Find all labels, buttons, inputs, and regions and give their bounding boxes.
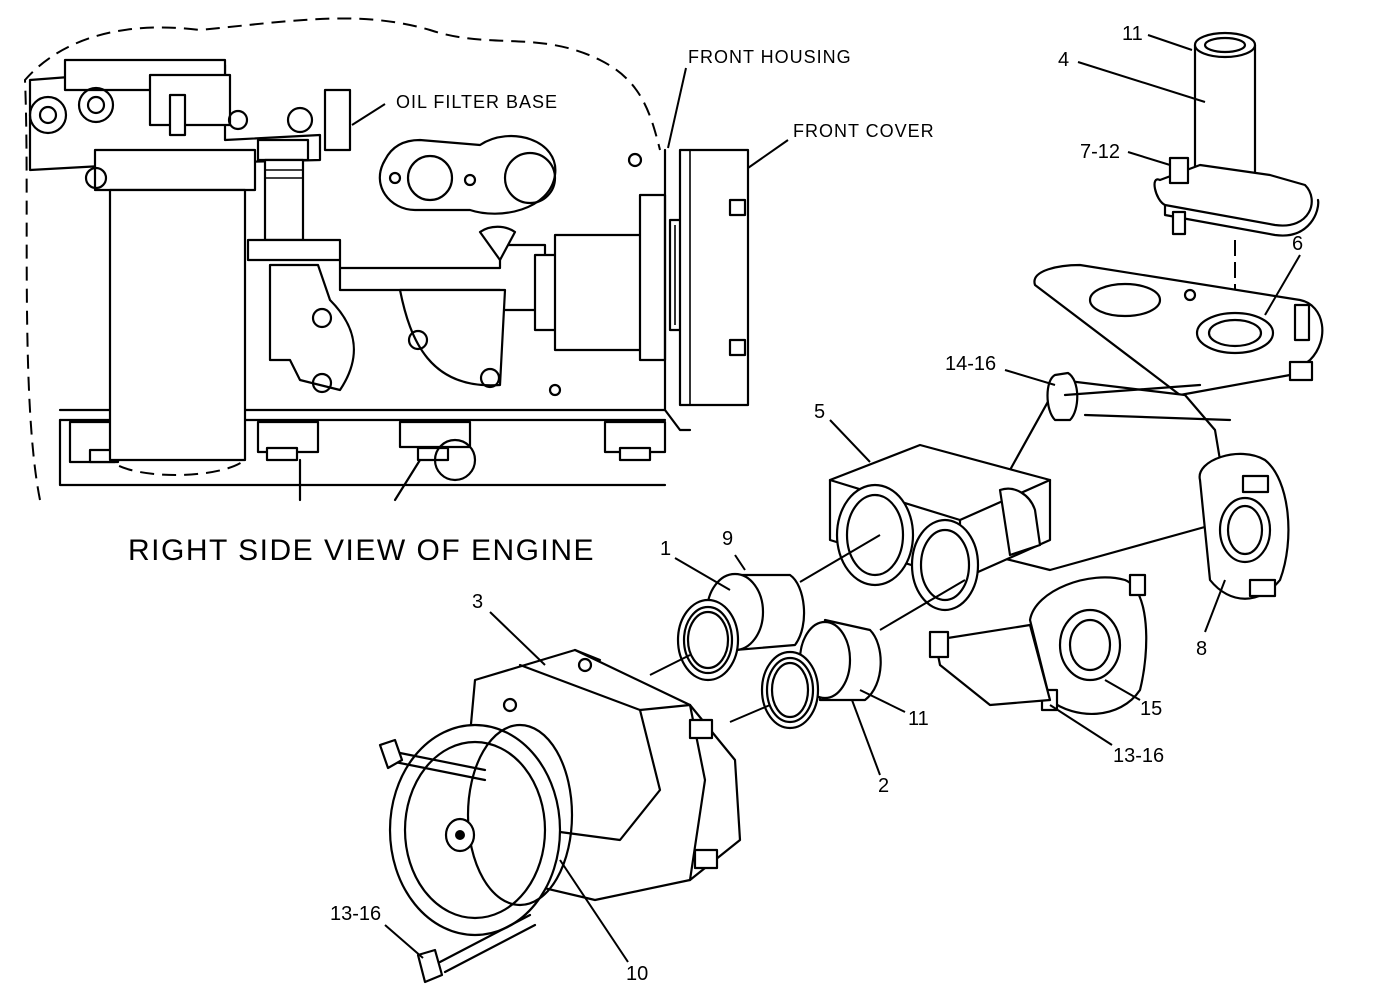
callout-5: 5 [814,401,825,423]
pump-housing-part-8 [928,263,1324,716]
callout-11-mid: 11 [908,708,929,730]
callout-11-top: 11 [1122,23,1143,45]
bearing-block-part-5 [828,443,1052,612]
callout-13-16-left: 13-16 [330,903,381,925]
engine-side-view [23,17,750,502]
callout-13-16-right: 13-16 [1113,745,1164,767]
bushing-part-2 [729,579,966,730]
callout-1: 1 [660,538,671,560]
view-title: RIGHT SIDE VIEW OF ENGINE [128,534,595,567]
callout-2: 2 [878,775,889,797]
oil-pump-part-3 [378,648,742,984]
callout-14-16: 14-16 [945,353,996,375]
callout-15: 15 [1140,698,1162,720]
callout-6: 6 [1292,233,1303,255]
callout-10: 10 [626,963,648,985]
oil-filter-base-label: OIL FILTER BASE [396,92,558,112]
callout-7-12: 7-12 [1080,141,1120,163]
front-cover-label: FRONT COVER [793,121,935,141]
text-labels: OIL FILTER BASE FRONT HOUSING FRONT COVE… [128,23,1303,985]
callout-4: 4 [1058,49,1069,71]
leader-lines [351,34,1301,963]
bushing-part-1 [649,534,881,682]
callout-3: 3 [472,591,483,613]
callout-8: 8 [1196,638,1207,660]
front-housing-label: FRONT HOUSING [688,47,852,67]
callout-9: 9 [722,528,733,550]
oil-pump-exploded-parts [378,31,1324,984]
elbow-tube-part-4 [1153,31,1320,310]
